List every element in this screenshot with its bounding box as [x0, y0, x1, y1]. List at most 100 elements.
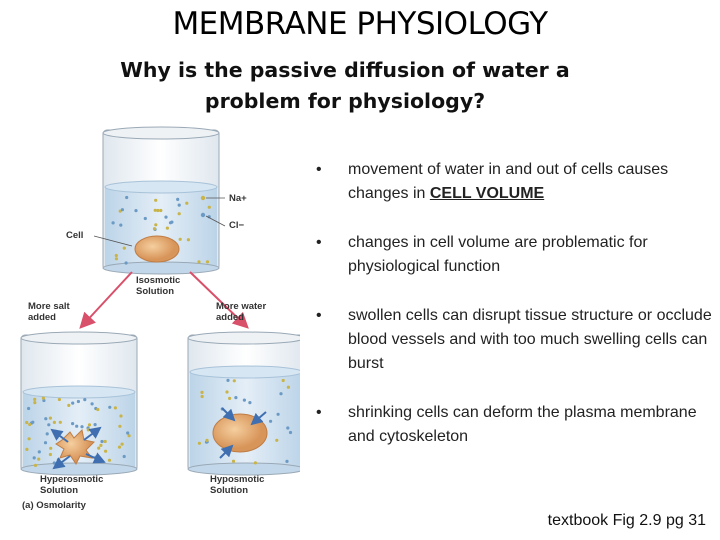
- cell-swollen: [212, 413, 268, 453]
- ion-dot: [43, 441, 48, 445]
- figure-credit: textbook Fig 2.9 pg 31: [547, 512, 706, 529]
- ion-dot: [52, 461, 56, 465]
- ion-dot: [225, 390, 229, 394]
- ion-dot: [97, 446, 101, 450]
- ion-dot: [275, 438, 279, 442]
- ion-dot: [56, 458, 61, 462]
- ion-dot: [281, 378, 285, 383]
- water-arrows: [50, 407, 267, 470]
- arrow-more-salt: [79, 271, 133, 329]
- ion-dot: [120, 208, 124, 212]
- ion-dot: [205, 260, 210, 264]
- bullet-text: shrinking cells can deform the plasma me…: [348, 404, 697, 445]
- bullet-item: • movement of water in and out of cells …: [312, 158, 712, 206]
- ion-dot: [269, 419, 273, 423]
- ion-dot: [185, 201, 189, 205]
- ion-dot: [134, 209, 138, 213]
- ion-dot: [126, 431, 130, 435]
- ion-dot: [186, 238, 190, 242]
- ion-dot: [125, 195, 129, 200]
- ion-dot: [58, 420, 62, 424]
- ion-marker: [200, 195, 206, 201]
- ion-dot: [122, 454, 126, 459]
- ion-dot: [67, 403, 71, 407]
- ion-dot: [37, 457, 41, 461]
- ion-dot: [279, 392, 283, 396]
- bullet-icon: •: [316, 307, 322, 324]
- ion-dot: [124, 261, 128, 265]
- ion-dot: [33, 401, 37, 405]
- ion-dots: [25, 195, 293, 467]
- ion-dot: [27, 437, 31, 441]
- ion-dot: [165, 226, 169, 230]
- ion-dot: [41, 396, 46, 400]
- bullet-text: changes in cell volume are problematic f…: [348, 234, 648, 275]
- ion-dot: [90, 402, 94, 406]
- ion-dot: [253, 461, 257, 465]
- bullet-item: • shrinking cells can deform the plasma …: [312, 401, 712, 449]
- label-cell: Cell: [66, 230, 83, 241]
- bullet-item: • swollen cells can disrupt tissue struc…: [312, 304, 712, 376]
- ion-dot: [83, 398, 87, 402]
- label-na: Na+: [229, 193, 247, 204]
- label-hyperosmotic: Hyperosmotic Solution: [40, 474, 106, 496]
- bullet-icon: •: [316, 234, 322, 251]
- ion-dot: [37, 450, 41, 454]
- ion-dot: [178, 237, 182, 241]
- cell-normal: [134, 235, 180, 263]
- label-isosmotic: Isosmotic Solution: [136, 275, 183, 297]
- ion-dot: [159, 208, 163, 213]
- ion-dot: [42, 398, 46, 403]
- ion-dot: [32, 456, 36, 460]
- ion-dot: [176, 197, 180, 201]
- ion-dot: [234, 396, 238, 400]
- ion-dot: [99, 443, 103, 447]
- ion-dot: [143, 216, 147, 221]
- cell-shrunken: [55, 428, 96, 465]
- bullet-list: • movement of water in and out of cells …: [312, 158, 712, 449]
- ion-dot: [75, 424, 79, 428]
- ion-dot: [120, 442, 124, 446]
- ion-dot: [122, 246, 126, 250]
- ion-marker: [200, 212, 206, 218]
- ion-dot: [164, 215, 168, 219]
- ion-dot: [71, 401, 75, 405]
- ion-dot: [153, 208, 157, 212]
- ion-dot: [52, 420, 57, 424]
- ion-dot: [200, 390, 204, 394]
- ion-dot: [87, 423, 92, 427]
- label-more-water: More water added: [216, 301, 269, 323]
- ion-dot: [200, 394, 204, 399]
- ion-dot: [108, 405, 112, 409]
- ion-dot: [232, 379, 236, 383]
- ion-dot: [177, 203, 181, 207]
- bullet-icon: •: [316, 404, 322, 421]
- label-panel: (a) Osmolarity: [22, 500, 87, 511]
- ion-dot: [248, 401, 252, 405]
- ion-dot: [207, 205, 211, 209]
- ion-dot: [114, 253, 118, 258]
- ion-dot: [104, 449, 108, 453]
- ion-dot: [154, 198, 158, 202]
- ion-dot: [33, 463, 38, 467]
- bullet-text: movement of water in and out of cells ca…: [348, 161, 669, 202]
- ion-dot: [170, 220, 174, 224]
- ion-dot: [86, 428, 90, 432]
- ion-dot: [127, 434, 131, 438]
- ion-dot: [226, 378, 230, 382]
- osmolarity-figure: Na+ Cl− Cell Isosmotic Solution More sal…: [20, 126, 300, 511]
- beaker-hyperosmotic: [20, 331, 138, 476]
- beaker-hyposmotic: [187, 331, 300, 476]
- ion-dot: [286, 385, 290, 389]
- ion-dot: [93, 423, 97, 427]
- ion-dot: [49, 446, 53, 450]
- ion-dot: [286, 426, 290, 430]
- ion-dot: [231, 459, 236, 463]
- ion-dot: [285, 459, 289, 463]
- bullet-text: swollen cells can disrupt tissue structu…: [348, 307, 712, 372]
- ion-dot: [205, 438, 209, 442]
- ion-dot: [45, 432, 49, 436]
- ion-dot: [114, 257, 118, 261]
- ion-dot: [57, 397, 62, 402]
- ion-dot: [197, 260, 201, 264]
